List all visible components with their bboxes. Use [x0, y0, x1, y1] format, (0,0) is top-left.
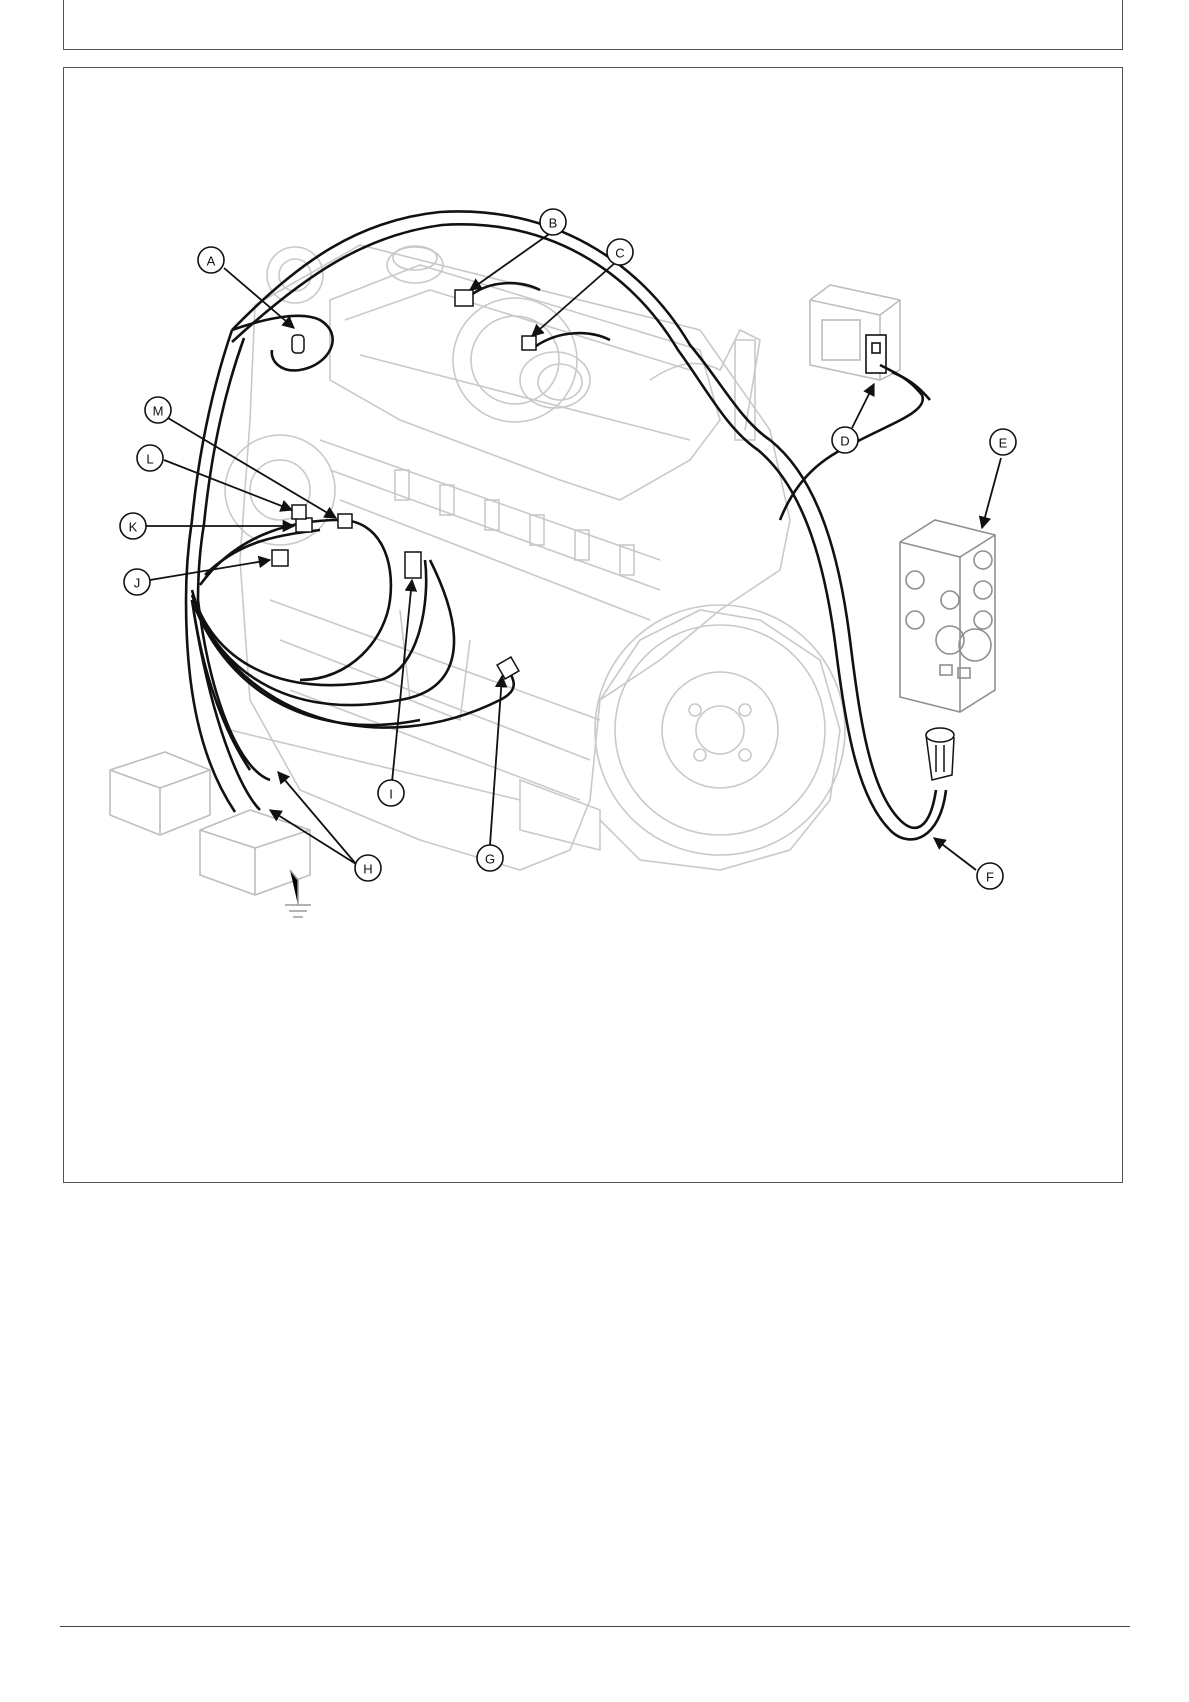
battery-right — [199, 809, 311, 896]
svg-text:L: L — [146, 452, 153, 467]
svg-text:M: M — [153, 404, 164, 419]
header-frame — [63, 0, 1123, 50]
figure-frame — [63, 67, 1123, 1183]
svg-text:D: D — [840, 434, 849, 449]
sensor-a — [291, 334, 305, 354]
svg-text:A: A — [207, 254, 216, 269]
callout-h: H — [354, 854, 382, 882]
callout-j: J — [123, 568, 151, 596]
sensor-m — [337, 513, 353, 529]
callout-k: K — [119, 512, 147, 540]
svg-text:B: B — [549, 216, 558, 231]
battery-left — [109, 751, 211, 836]
svg-text:E: E — [999, 436, 1008, 451]
callout-d: D — [831, 426, 859, 454]
leader-arrows — [146, 231, 1002, 871]
sensor-i — [404, 551, 422, 579]
callout-m: M — [144, 396, 172, 424]
svg-text:C: C — [615, 246, 624, 261]
callout-e: E — [989, 428, 1017, 456]
sensor-c — [521, 335, 537, 351]
engine-block — [224, 244, 846, 871]
callout-l: L — [136, 444, 164, 472]
callout-f: F — [976, 862, 1004, 890]
sensor-k — [295, 517, 313, 533]
sensor-j — [271, 549, 289, 567]
callout-b: B — [539, 208, 567, 236]
callout-c: C — [606, 238, 634, 266]
sensor-g — [496, 656, 520, 680]
callout-g: G — [476, 844, 504, 872]
footer-rule — [60, 1626, 1130, 1627]
svg-text:K: K — [129, 520, 138, 535]
svg-text:G: G — [485, 852, 495, 867]
svg-text:J: J — [134, 576, 141, 591]
svg-text:I: I — [389, 787, 393, 802]
svg-text:F: F — [986, 870, 994, 885]
controller-connector — [865, 334, 887, 374]
instrument-panel — [899, 519, 996, 713]
svg-text:H: H — [363, 862, 372, 877]
ground-symbol — [285, 869, 311, 918]
harness-connector-f — [925, 727, 955, 781]
callout-a: A — [197, 246, 225, 274]
sensor-b — [454, 289, 474, 307]
sensor-l — [291, 504, 307, 520]
callout-i: I — [377, 779, 405, 807]
